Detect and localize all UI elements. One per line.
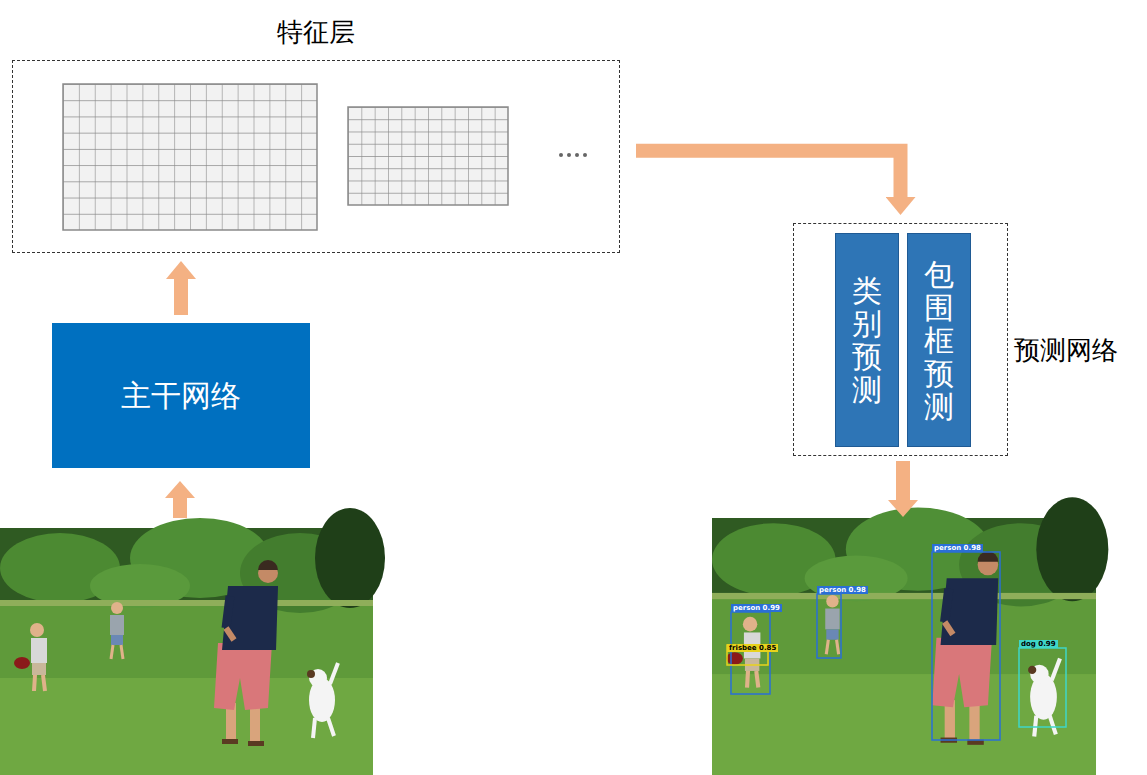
detection-label: person 0.98 bbox=[932, 544, 983, 552]
feature-grid bbox=[63, 84, 317, 230]
input-photo bbox=[0, 508, 385, 775]
detection-label: frisbee 0.85 bbox=[727, 644, 778, 652]
group-heading: 特征层 bbox=[13, 17, 619, 47]
ellipsis-dot bbox=[575, 153, 579, 157]
output-photo bbox=[712, 497, 1108, 775]
ellipsis-dot bbox=[583, 153, 587, 157]
flow-arrow bbox=[173, 497, 187, 518]
flow-arrow bbox=[636, 151, 901, 197]
prediction-bar: 包围框预测 bbox=[907, 233, 971, 447]
prediction-bar: 类别预测 bbox=[835, 233, 899, 447]
arrow-head bbox=[888, 500, 918, 517]
feature-layer-frame: 特征层 bbox=[12, 60, 620, 253]
feature-grid bbox=[63, 84, 317, 230]
ellipsis-dot bbox=[559, 153, 563, 157]
feature-grid bbox=[348, 107, 508, 205]
detection-label: person 0.99 bbox=[731, 604, 782, 612]
detection-box bbox=[932, 552, 1000, 740]
ellipsis-dot bbox=[567, 153, 571, 157]
box-label: 包围框预测 bbox=[924, 258, 954, 423]
detection-box bbox=[817, 594, 841, 658]
box-label: 主干网络 bbox=[121, 378, 241, 414]
detection-label: dog 0.99 bbox=[1019, 640, 1058, 648]
prediction-frame: 类别预测包围框预测预测网络 bbox=[793, 223, 1008, 456]
feature-grid bbox=[348, 107, 508, 205]
flow-arrow bbox=[896, 461, 910, 501]
detection-label: person 0.98 bbox=[817, 586, 868, 594]
arrow-head bbox=[165, 481, 195, 498]
group-heading: 预测网络 bbox=[1014, 335, 1118, 365]
backbone-box: 主干网络 bbox=[52, 323, 310, 468]
box-label: 类别预测 bbox=[852, 274, 882, 406]
flow-arrow bbox=[174, 279, 188, 315]
detection-box bbox=[1019, 648, 1066, 727]
detection-box bbox=[731, 612, 770, 694]
